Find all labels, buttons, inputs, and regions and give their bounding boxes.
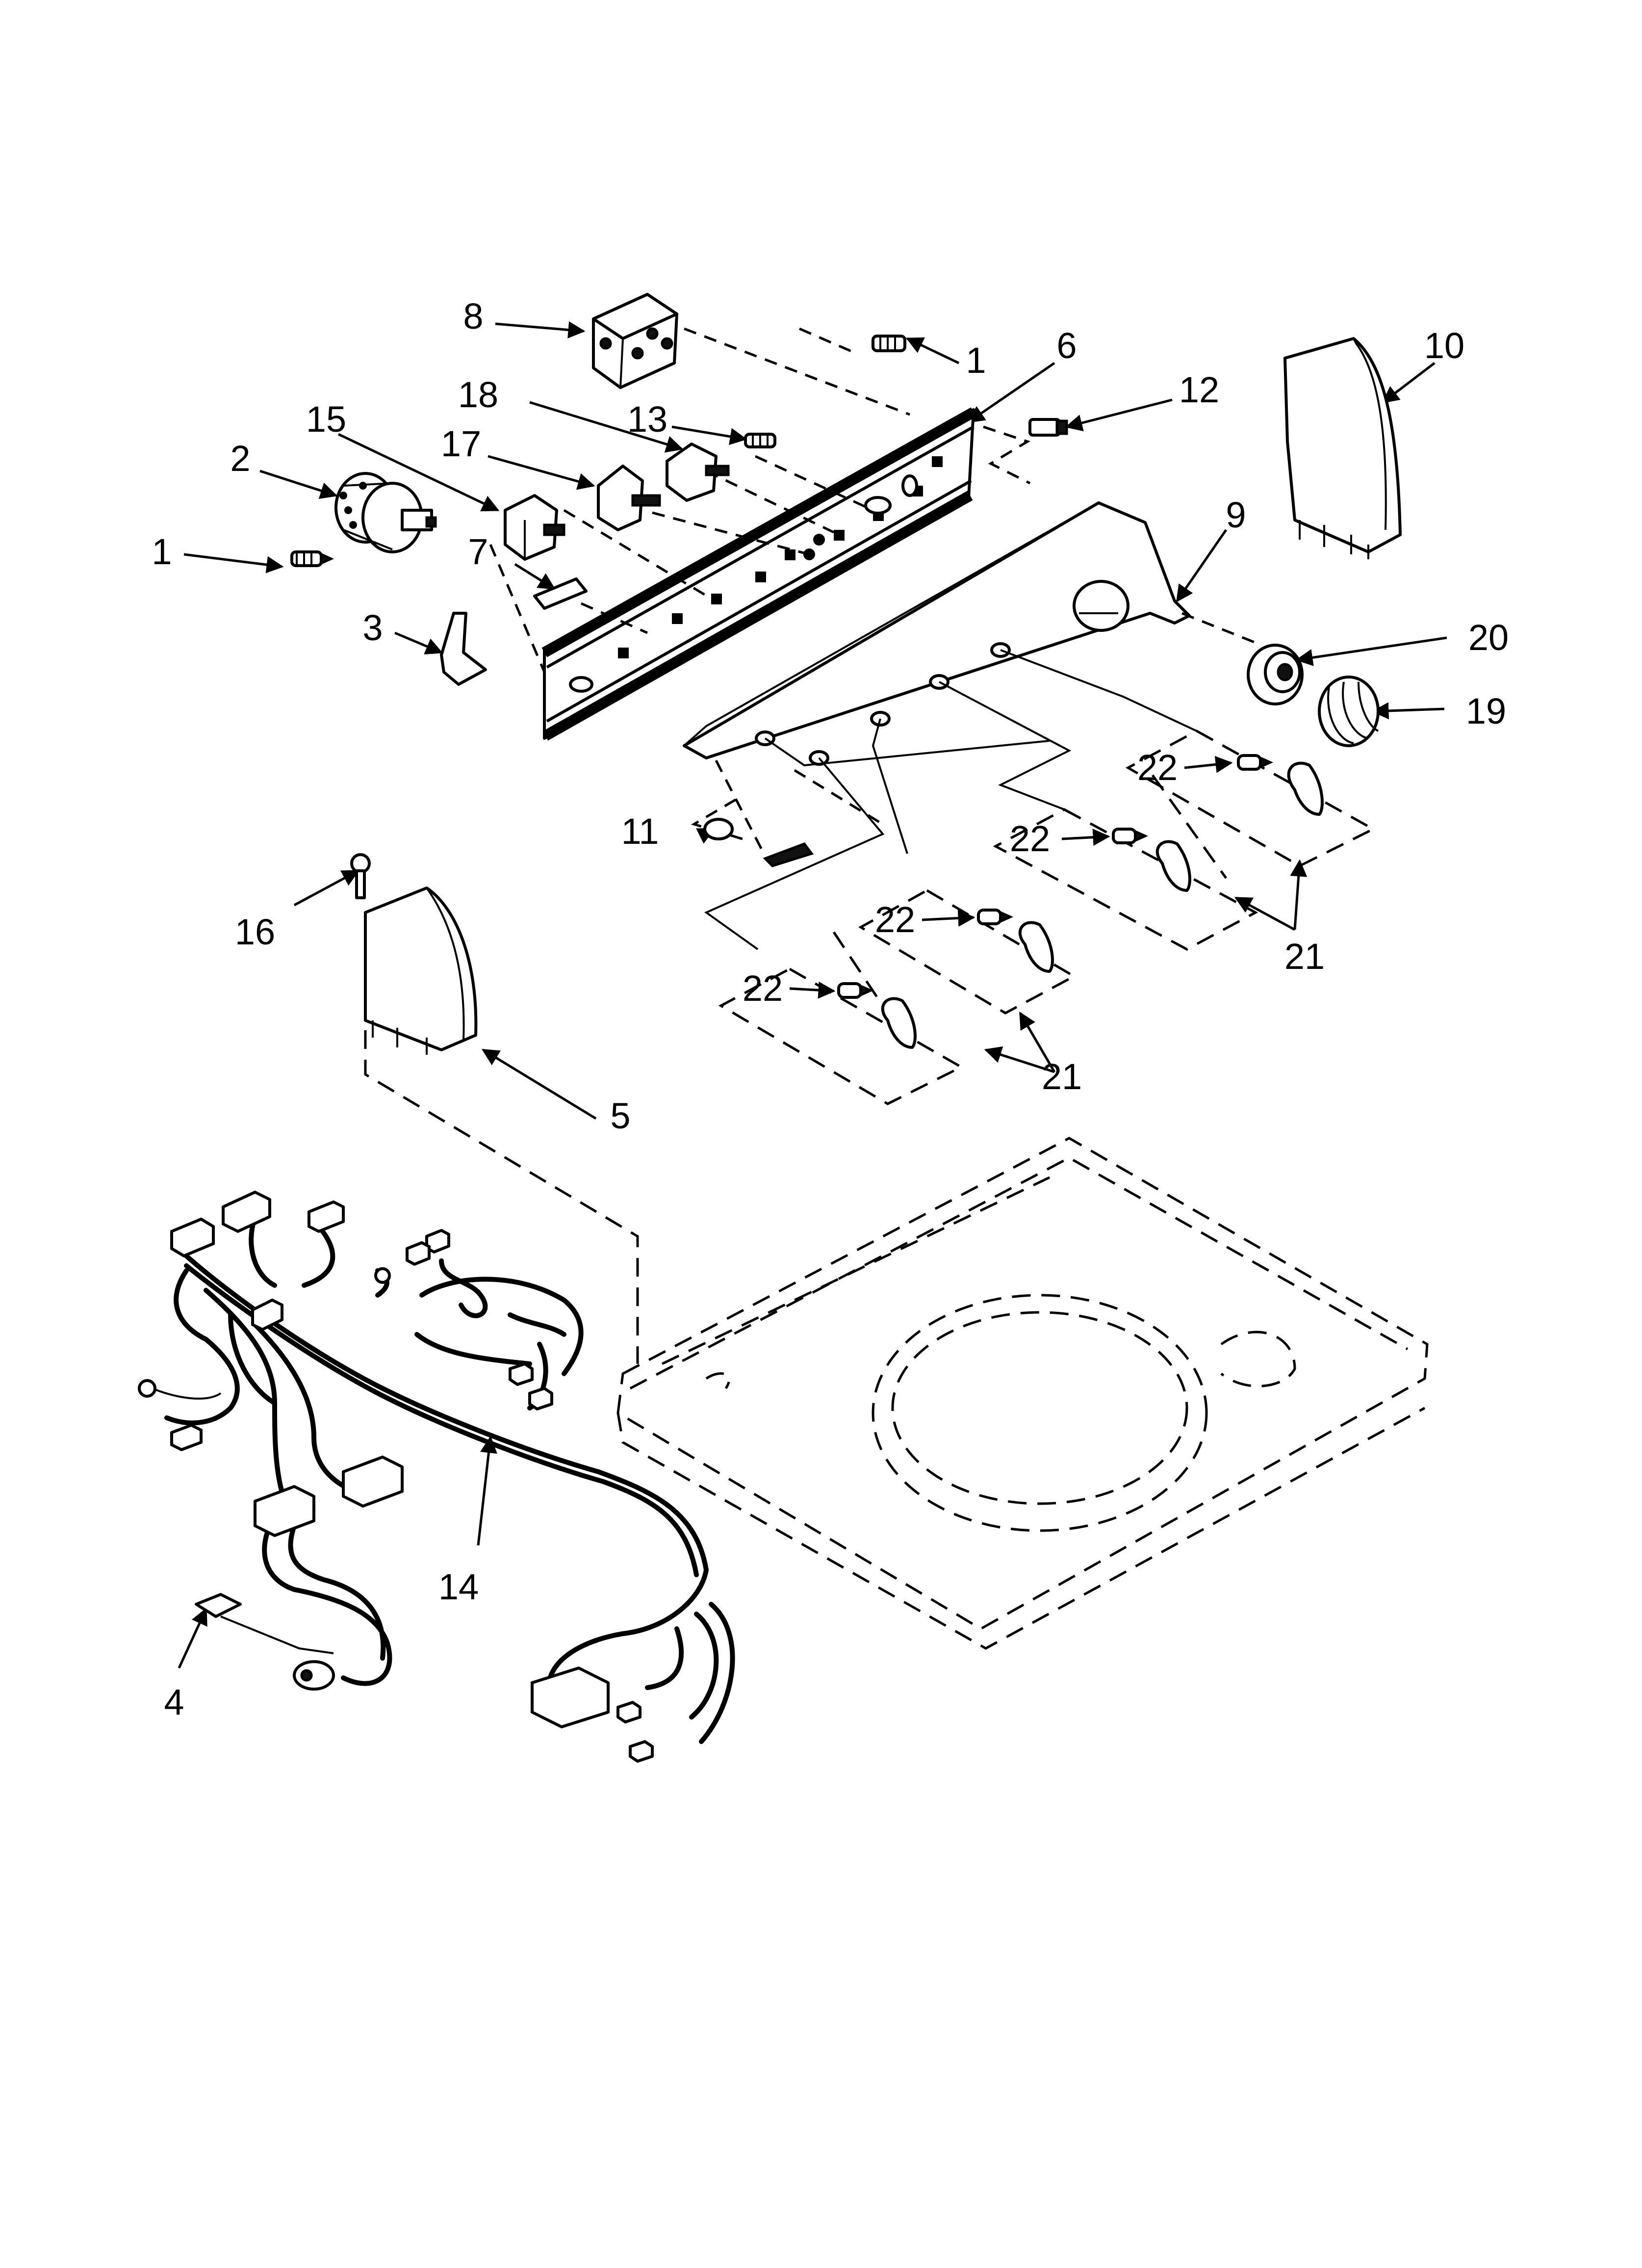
- callout-5: 8: [463, 296, 483, 337]
- callout-21-upper: 21: [1284, 936, 1325, 977]
- screw-1-top: [872, 335, 906, 352]
- callout-6: 4: [164, 1682, 184, 1722]
- callout-12: 12: [1179, 369, 1219, 410]
- callout-16: 16: [235, 912, 275, 952]
- callout-1-left: 1: [152, 531, 172, 572]
- knob-bezel-20: [1247, 644, 1304, 705]
- sensor-6: [195, 1593, 335, 1691]
- callout-2: 2: [230, 438, 250, 479]
- switch-15: [504, 494, 565, 561]
- callout-labels: 8 1 6 12 10 18 13 15 17 2 9 7 1 3 20 19 …: [152, 296, 1509, 1722]
- wire-harness: [138, 1191, 735, 1763]
- timer-module: [592, 293, 678, 389]
- selector-motor: [334, 472, 437, 553]
- callout-21-lower: 21: [1042, 1056, 1082, 1097]
- callout-19: 19: [1466, 691, 1506, 731]
- callout-14: 14: [438, 1566, 479, 1607]
- callout-10: 10: [1424, 325, 1464, 366]
- callout-9: 9: [1226, 495, 1246, 535]
- callout-7: 5: [610, 1095, 630, 1136]
- callout-1-top: 1: [966, 340, 986, 381]
- callout-22-d: 22: [743, 968, 783, 1009]
- callout-15: 15: [306, 399, 346, 440]
- callout-8: 7: [468, 531, 488, 572]
- knob-inserts-21: [881, 761, 1324, 1049]
- callout-22-a: 22: [1137, 747, 1178, 788]
- control-bracket: [541, 407, 976, 741]
- screw-13: [744, 433, 776, 448]
- switch-18: [666, 443, 730, 502]
- callout-11: 11: [621, 811, 659, 852]
- callout-18: 18: [458, 374, 498, 415]
- callout-22-c: 22: [875, 899, 915, 940]
- end-cap-right: [1283, 337, 1402, 559]
- switch-17: [597, 465, 661, 531]
- screw-1-left: [290, 550, 334, 567]
- screw-16: [350, 853, 371, 899]
- bracket-clip: [440, 612, 487, 686]
- callout-17: 17: [441, 423, 481, 464]
- callout-3: 3: [362, 607, 383, 648]
- callout-22-b: 22: [1010, 818, 1050, 859]
- callout-20: 20: [1468, 617, 1509, 658]
- part7-guide: [364, 1030, 639, 1364]
- cabinet-top-outline: [616, 1137, 1429, 1650]
- leader-arrows: [178, 321, 1447, 1669]
- callout-4: 6: [1056, 325, 1077, 366]
- springs-22: [837, 754, 1274, 999]
- end-cap-left: [364, 886, 478, 1055]
- screw-12: [1028, 418, 1068, 437]
- grommet-11: [703, 818, 734, 840]
- mounting-plate: [533, 577, 588, 610]
- knob-19: [1318, 676, 1380, 747]
- callout-13: 13: [627, 399, 667, 440]
